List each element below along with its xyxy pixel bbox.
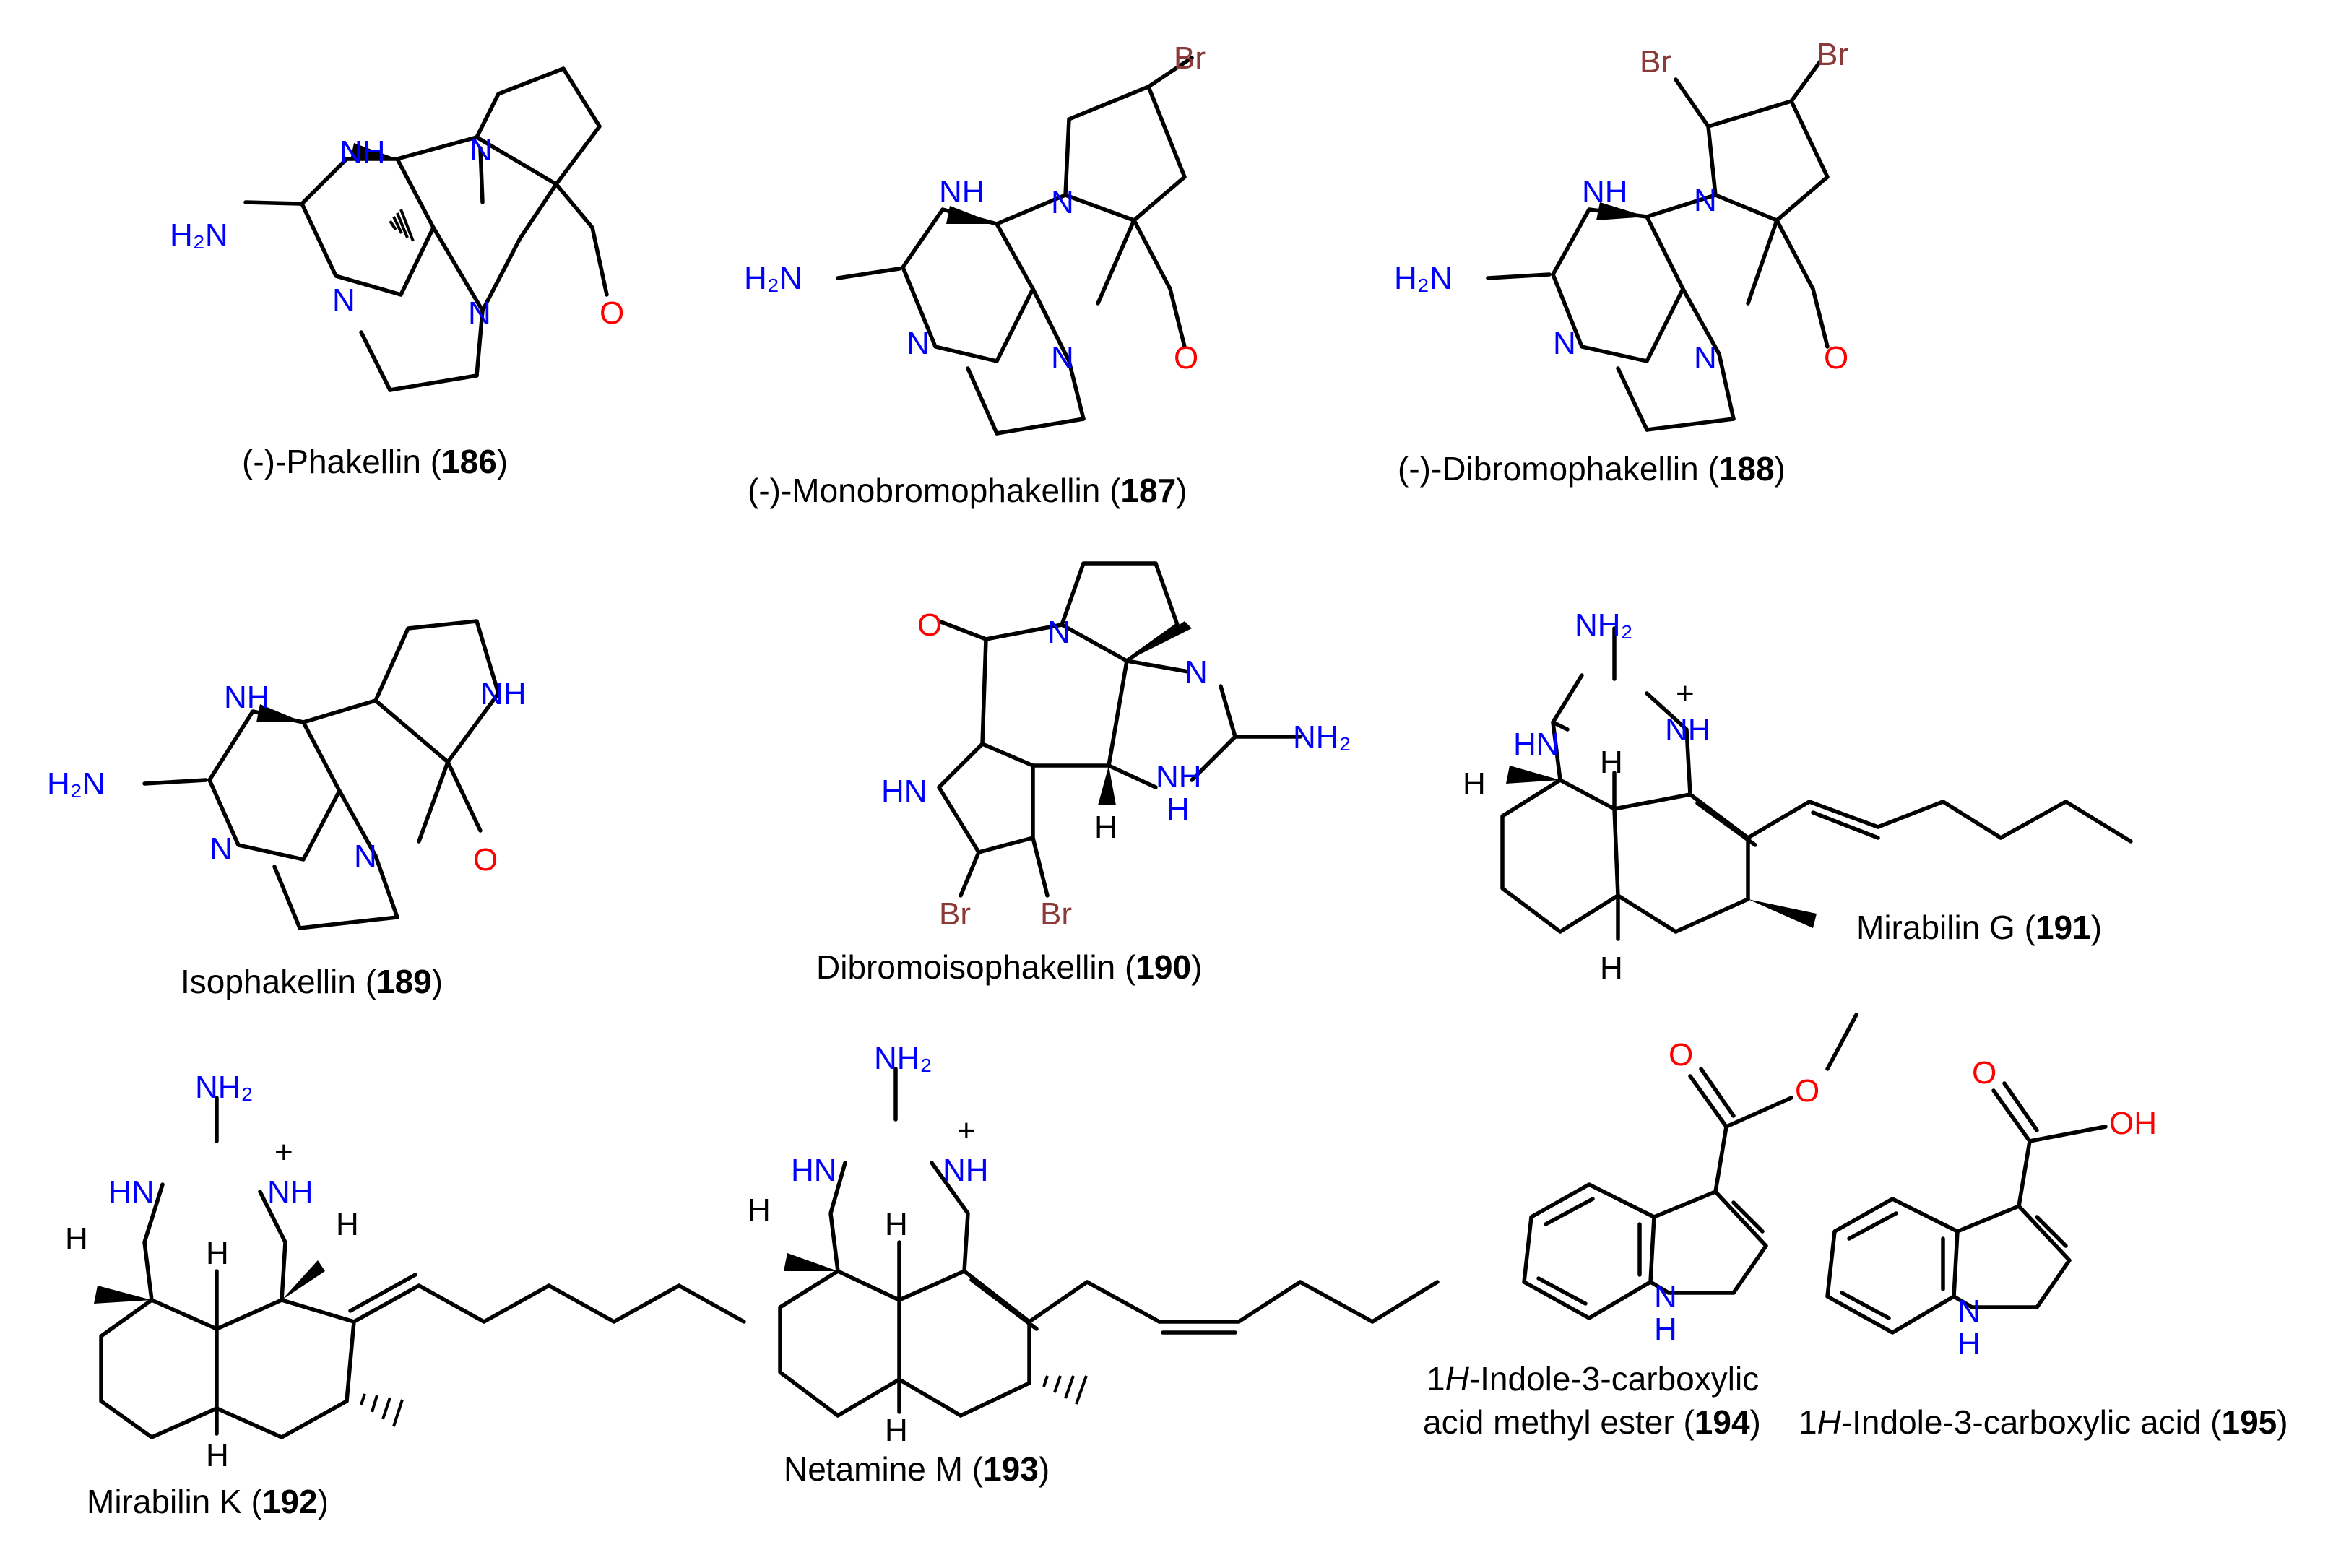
atom-N-186a: N — [332, 282, 355, 318]
atom-NH-192: NH — [267, 1174, 313, 1210]
structure-188: NH H₂N N N N O Br Br — [1394, 37, 1848, 432]
atom-H-191c: H — [1600, 950, 1623, 986]
atom-O-194b: O — [1795, 1073, 1819, 1109]
atom-H-193a: H — [748, 1192, 771, 1228]
atom-N-187b: N — [1051, 185, 1074, 220]
caption-194-line1: 1H-Indole-3-carboxylic — [1427, 1360, 1759, 1398]
atom-N-188b: N — [1694, 183, 1717, 218]
atom-N-189a: N — [209, 831, 233, 867]
atom-O-187: O — [1174, 340, 1198, 376]
caption-188: (-)-Dibromophakellin (188) — [1398, 450, 1786, 488]
atom-NH-191: NH — [1665, 712, 1711, 748]
atom-OH-195: OH — [2109, 1106, 2157, 1141]
atom-N-187c: N — [1051, 340, 1074, 376]
atom-H-192c: H — [336, 1207, 359, 1242]
structure-190: O N N HN NH₂ NH H H Br Br — [881, 561, 1351, 932]
atom-plus-193: + — [957, 1113, 976, 1148]
atom-H2N-188: H₂N — [1394, 261, 1453, 296]
structure-186: NH H₂N N N N O — [170, 66, 624, 392]
atom-H-195: H — [1957, 1326, 1981, 1361]
atom-H2N-186: H₂N — [170, 217, 228, 253]
atom-NH-190: NH — [1156, 759, 1202, 794]
atom-NH-186: NH — [339, 134, 386, 170]
atom-O-186: O — [600, 295, 624, 331]
atom-H2N-187: H₂N — [744, 261, 802, 296]
atom-NH2-191: NH₂ — [1575, 607, 1633, 643]
atom-N-190b: N — [1185, 654, 1208, 690]
atom-H-191b: H — [1600, 745, 1623, 780]
caption-186: (-)-Phakellin (186) — [242, 443, 508, 480]
atom-N-195: N — [1957, 1294, 1981, 1329]
atom-NH-188: NH — [1582, 174, 1628, 209]
atom-NH-187: NH — [939, 174, 985, 209]
structure-187: NH H₂N N N N O Br — [744, 40, 1206, 436]
atom-H-190n: H — [1167, 792, 1190, 827]
atom-N-190a: N — [1047, 615, 1070, 650]
atom-Br-190a: Br — [939, 896, 971, 932]
atom-N-188a: N — [1553, 326, 1576, 361]
atom-N-194: N — [1654, 1279, 1677, 1314]
atom-NH2-192: NH₂ — [195, 1070, 254, 1105]
atom-H-192d: H — [206, 1438, 229, 1473]
atom-NH2-193: NH₂ — [874, 1041, 932, 1076]
caption-192: Mirabilin K (192) — [87, 1483, 329, 1520]
atom-plus-191: + — [1676, 676, 1695, 711]
atom-N-186c: N — [468, 295, 491, 331]
atom-O-189: O — [473, 842, 498, 878]
atom-H-191a: H — [1463, 766, 1486, 802]
atom-HN-190: HN — [881, 774, 927, 809]
atom-O-190: O — [917, 607, 942, 643]
caption-187: (-)-Monobromophakellin (187) — [748, 472, 1187, 509]
atom-NH-193: NH — [943, 1153, 989, 1188]
atom-N-187a: N — [906, 326, 930, 361]
structure-193: NH₂ HN NH + H H H — [748, 1041, 1440, 1448]
atom-H-193c: H — [885, 1413, 908, 1448]
atom-HN-189: NH — [224, 680, 270, 715]
atom-HN-191: HN — [1513, 727, 1559, 762]
structure-189: NH H₂N N N NH O — [47, 619, 527, 930]
structure-194: O O N H — [1522, 1013, 1858, 1347]
atom-N-188c: N — [1694, 340, 1717, 376]
atom-NH-189: NH — [480, 676, 527, 711]
atom-HN-193: HN — [791, 1153, 837, 1188]
structure-191: NH₂ HN NH + H H H — [1463, 607, 2133, 986]
atom-N-186b: N — [470, 132, 493, 168]
atom-Br-187: Br — [1174, 40, 1206, 76]
caption-193: Netamine M (193) — [784, 1450, 1050, 1488]
atom-Br-188a: Br — [1640, 44, 1671, 79]
atom-O-188: O — [1824, 340, 1848, 376]
structure-192: NH₂ HN NH + H H H H — [65, 1070, 746, 1473]
atom-O-195: O — [1972, 1055, 1996, 1091]
caption-189: Isophakellin (189) — [181, 963, 443, 1000]
atom-HN-192: HN — [108, 1174, 155, 1210]
atom-H2N-189: H₂N — [47, 766, 105, 802]
atom-plus-192: + — [274, 1135, 293, 1170]
atom-O-194a: O — [1669, 1037, 1693, 1073]
caption-191: Mirabilin G (191) — [1856, 909, 2102, 946]
caption-190: Dibromoisophakellin (190) — [816, 948, 1202, 986]
atom-NH2-190: NH₂ — [1293, 719, 1351, 755]
atom-Br-188b: Br — [1817, 37, 1848, 72]
structure-195: O OH N H — [1825, 1055, 2157, 1361]
atom-H-190: H — [1094, 810, 1117, 845]
atom-H-192a: H — [65, 1221, 88, 1257]
atom-H-193b: H — [885, 1207, 908, 1242]
caption-194-line2: acid methyl ester (194) — [1423, 1403, 1761, 1441]
caption-195: 1H-Indole-3-carboxylic acid (195) — [1799, 1403, 2288, 1441]
atom-H-194: H — [1654, 1312, 1677, 1347]
atom-Br-190b: Br — [1040, 896, 1072, 932]
atom-H-192b: H — [206, 1236, 229, 1271]
atom-N-189b: N — [354, 839, 377, 874]
